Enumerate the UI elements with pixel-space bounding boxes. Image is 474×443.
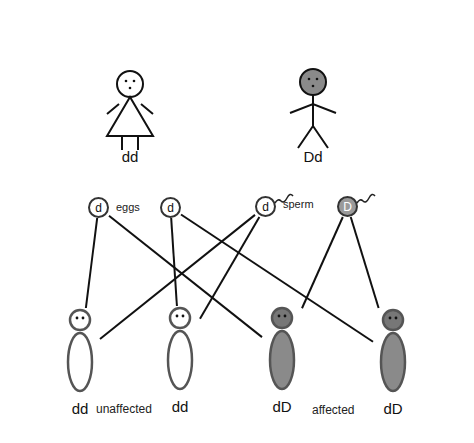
head <box>383 310 403 330</box>
eye <box>284 315 287 318</box>
parent-figure: Dd <box>278 68 348 168</box>
egg-cell: d <box>88 197 109 218</box>
head <box>117 71 143 97</box>
inheritance-line <box>100 215 255 339</box>
parent-figure: dd <box>95 68 165 168</box>
genotype-text: dd <box>160 398 200 415</box>
inheritance-line <box>302 217 343 308</box>
eye <box>76 317 79 320</box>
child-figure: dd <box>160 306 200 400</box>
eye <box>389 317 392 320</box>
inheritance-line <box>86 218 97 308</box>
body <box>68 333 92 391</box>
genotype-text: Dd <box>278 148 348 165</box>
head <box>300 69 326 95</box>
eye <box>278 315 281 318</box>
eye <box>133 80 136 83</box>
eye <box>308 78 311 81</box>
genotype-text: dD <box>262 398 302 415</box>
figure-shape <box>373 308 413 402</box>
eye <box>82 317 85 320</box>
genotype-text: d <box>257 201 274 213</box>
egg-cell: d <box>160 197 181 218</box>
eye <box>182 315 185 318</box>
caption-label: sperm <box>283 198 314 210</box>
mouth <box>312 85 315 88</box>
caption-label: affected <box>312 403 354 417</box>
genotype-text: dd <box>95 148 165 165</box>
genotype-text: dd <box>60 400 100 417</box>
figure-shape <box>262 306 302 400</box>
body <box>270 331 294 389</box>
figure-shape <box>60 308 100 402</box>
eye <box>316 78 319 81</box>
figure-shape <box>160 306 200 400</box>
eye <box>125 80 128 83</box>
child-figure: dD <box>373 308 413 402</box>
stick-body <box>290 95 336 148</box>
genotype-text: d <box>162 202 179 214</box>
head <box>272 308 292 328</box>
sperm-cell: D <box>337 196 358 217</box>
inheritance-line <box>351 217 379 308</box>
head <box>70 310 90 330</box>
genotype-text: D <box>339 201 356 213</box>
body <box>381 333 405 391</box>
eye <box>176 315 179 318</box>
child-figure: dd <box>60 308 100 402</box>
sperm-cell: d <box>255 196 276 217</box>
genotype-text: d <box>90 202 107 214</box>
inheritance-line <box>171 218 177 306</box>
body <box>168 331 192 389</box>
mouth <box>129 87 132 90</box>
caption-label: unaffected <box>96 402 152 416</box>
inheritance-line <box>109 216 262 337</box>
caption-label: eggs <box>116 201 140 213</box>
inheritance-line <box>200 217 259 319</box>
genotype-text: dD <box>373 400 413 417</box>
dress <box>107 97 153 136</box>
inheritance-line <box>181 214 373 341</box>
child-figure: dD <box>262 306 302 400</box>
eye <box>395 317 398 320</box>
head <box>170 308 190 328</box>
sperm-tail <box>357 194 375 203</box>
legs <box>122 136 138 150</box>
